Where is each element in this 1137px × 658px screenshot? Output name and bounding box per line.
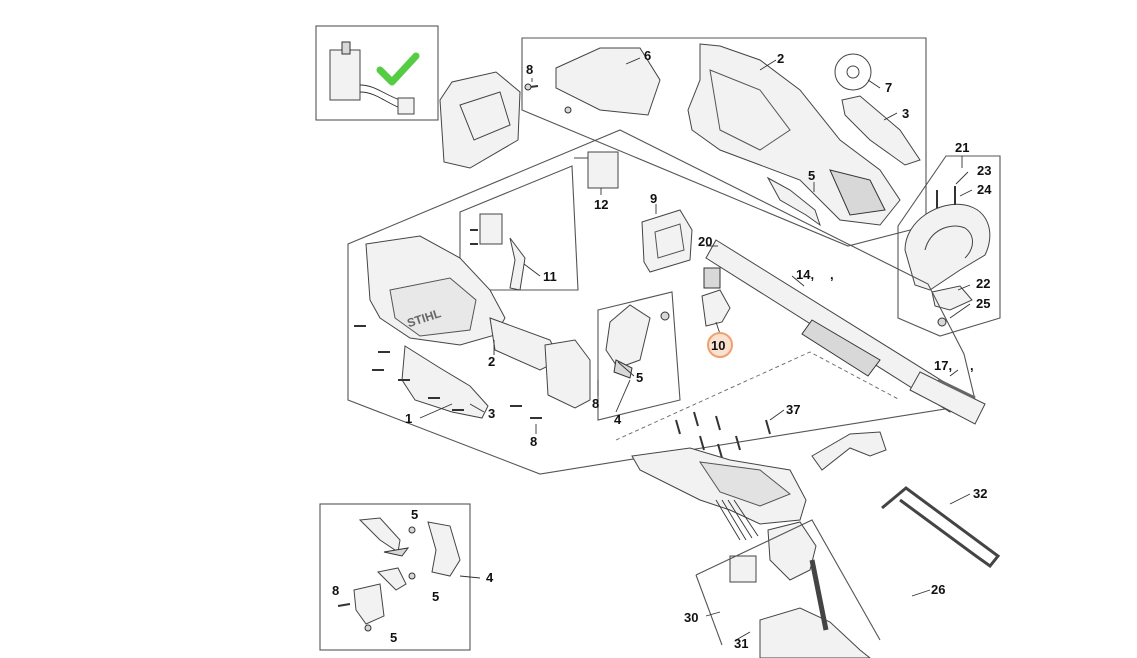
- label-8-lower[interactable]: 8: [530, 434, 537, 449]
- screws-37-group: [675, 411, 771, 459]
- stirrup-32: [881, 486, 1001, 569]
- battery-holder: [729, 521, 817, 583]
- part-6-cover: [555, 47, 661, 116]
- part-7-ring: [834, 53, 872, 91]
- handle-assembly-frame: [897, 155, 1001, 337]
- housing-31: [759, 607, 871, 658]
- motor-shell-right: [544, 339, 591, 409]
- clamp-22: [931, 285, 973, 311]
- label-5-mid[interactable]: 5: [636, 370, 643, 385]
- label-8-inset[interactable]: 8: [332, 583, 339, 598]
- screw-8-top: [524, 83, 539, 91]
- label-31[interactable]: 31: [734, 636, 748, 651]
- motor-cover-part: [439, 71, 521, 169]
- upper-assembly-frame: [521, 37, 927, 247]
- part-10-switch: [701, 267, 731, 327]
- label-37[interactable]: 37: [786, 402, 800, 417]
- lever-upper: [766, 176, 821, 227]
- nut-25: [937, 317, 947, 327]
- highlight-marker-10[interactable]: [707, 332, 733, 358]
- label-3-upper[interactable]: 3: [902, 106, 909, 121]
- label-24[interactable]: 24: [977, 182, 992, 197]
- label-7[interactable]: 7: [885, 80, 892, 95]
- wire-harness: [715, 499, 759, 541]
- part-11-pieces: [470, 213, 526, 291]
- frame-30-31: [695, 574, 723, 646]
- label-5-upper[interactable]: 5: [808, 168, 815, 183]
- label-6[interactable]: 6: [644, 48, 651, 63]
- part-3-upper: [841, 95, 921, 166]
- label-12[interactable]: 12: [594, 197, 608, 212]
- label-14-comma: ,: [830, 267, 834, 282]
- part-4-pieces: [605, 304, 670, 379]
- part-2-housing: STIHL: [365, 235, 561, 371]
- label-3-lower[interactable]: 3: [488, 406, 495, 421]
- label-8-mid[interactable]: 8: [592, 396, 599, 411]
- label-4-mid[interactable]: 4: [614, 412, 622, 427]
- part-3-cover: [401, 345, 489, 419]
- screws-23-24: [936, 186, 956, 208]
- leader-lines: [419, 57, 973, 641]
- shaft-lettering: [937, 378, 976, 400]
- part-2-housing-upper: [687, 43, 901, 226]
- label-23[interactable]: 23: [977, 163, 991, 178]
- label-32[interactable]: 32: [973, 486, 987, 501]
- front-grip: [811, 431, 887, 471]
- label-11[interactable]: 11: [543, 269, 557, 284]
- label-5-inset-a[interactable]: 5: [411, 507, 418, 522]
- part-9-module: [641, 209, 693, 273]
- frame-26: [695, 519, 881, 641]
- label-25[interactable]: 25: [976, 296, 990, 311]
- label-1[interactable]: 1: [405, 411, 412, 426]
- checkmark-icon: [376, 52, 420, 86]
- part-12-contacts: [574, 151, 619, 189]
- label-9[interactable]: 9: [650, 191, 657, 206]
- label-17[interactable]: 17,: [934, 358, 952, 373]
- inset-part-4-pieces: [337, 517, 461, 632]
- label-10[interactable]: 10: [711, 338, 725, 353]
- label-30[interactable]: 30: [684, 610, 698, 625]
- label-17-comma: ,: [970, 358, 974, 373]
- label-5-inset-b[interactable]: 5: [432, 589, 439, 604]
- shaft-14: [705, 239, 986, 425]
- label-22[interactable]: 22: [976, 276, 990, 291]
- label-21[interactable]: 21: [955, 140, 969, 155]
- inset-switch-box: [315, 25, 439, 121]
- middle-assembly-frame: [347, 129, 977, 475]
- label-2-lower[interactable]: 2: [488, 354, 495, 369]
- label-5-inset-c[interactable]: 5: [390, 630, 397, 645]
- part-labels: 6 2 7 3 8 5 12 9 20 11 14, , 10 2 5 17, …: [332, 48, 992, 651]
- label-2-upper[interactable]: 2: [777, 51, 784, 66]
- screws-8-left: [354, 325, 542, 419]
- label-4-inset[interactable]: 4: [486, 570, 494, 585]
- label-8-top[interactable]: 8: [526, 62, 533, 77]
- tube-lower: [809, 559, 829, 631]
- loop-handle-part: [904, 203, 991, 291]
- lower-handle-housing: [631, 447, 807, 525]
- lower-assembly-dashed-frame: [615, 351, 901, 441]
- label-26[interactable]: 26: [931, 582, 945, 597]
- label-20[interactable]: 20: [698, 234, 712, 249]
- label-14[interactable]: 14,: [796, 267, 814, 282]
